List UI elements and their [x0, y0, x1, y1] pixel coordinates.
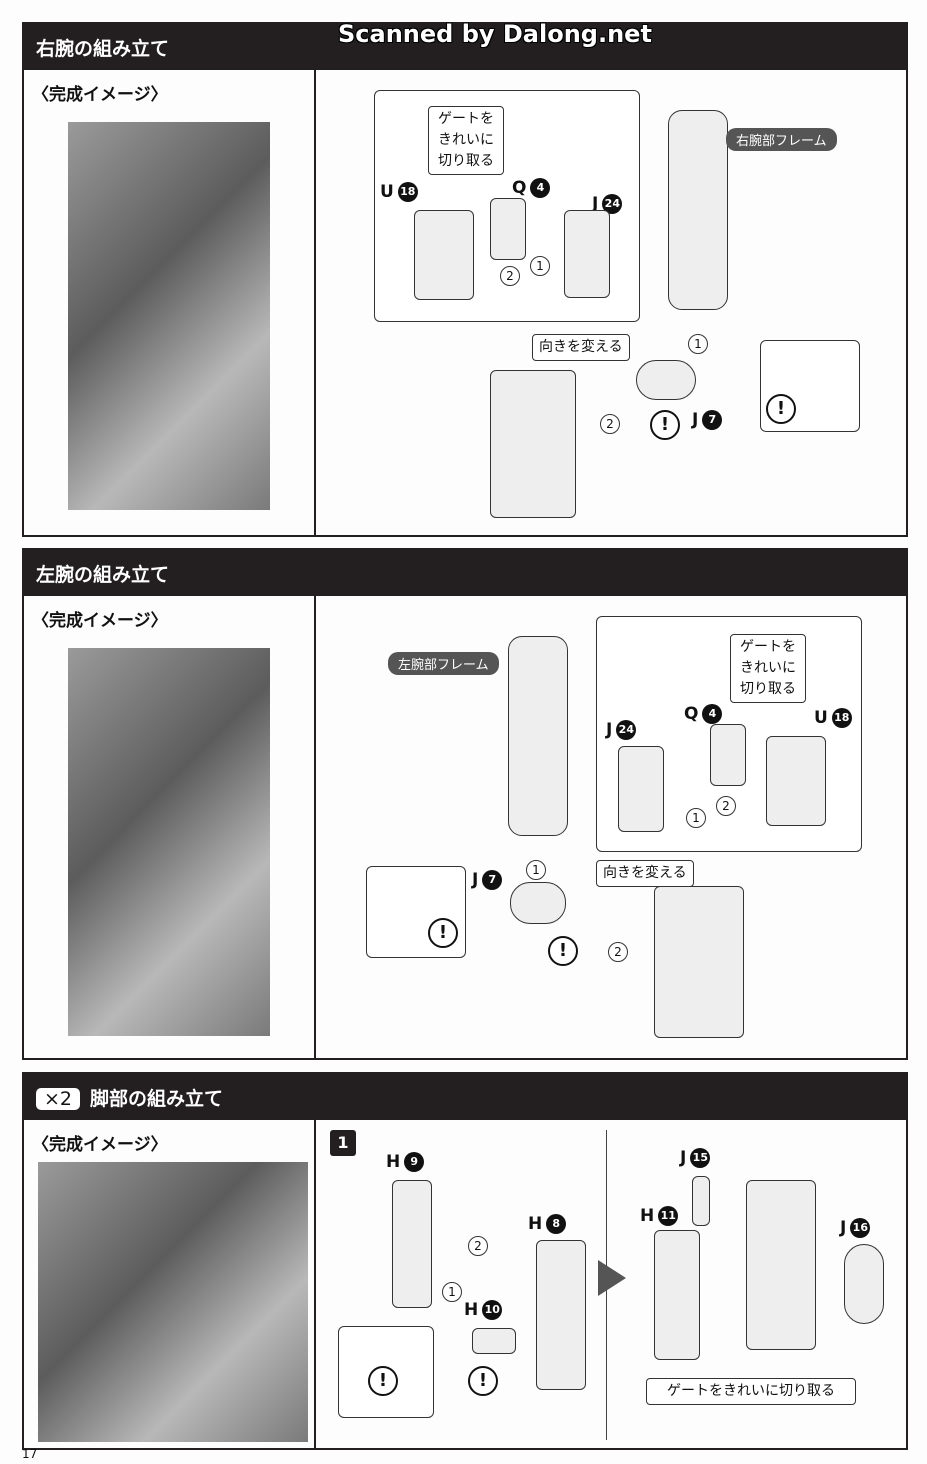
step-marker: 1 — [526, 860, 546, 880]
frame-label: 左腕部フレーム — [388, 652, 499, 675]
leg-part — [472, 1328, 516, 1354]
completed-image-panel: 〈完成イメージ〉 — [24, 70, 316, 535]
quantity-badge: ×2 — [36, 1088, 81, 1110]
armor-part — [490, 370, 576, 518]
warning-icon: ! — [428, 918, 458, 948]
warning-icon: ! — [650, 410, 680, 440]
completed-image-panel: 〈完成イメージ〉 — [24, 596, 316, 1058]
armor-part — [710, 724, 746, 786]
step-marker: 1 — [686, 808, 706, 828]
direction-note: 向きを変える — [532, 334, 630, 361]
armor-part — [490, 198, 526, 260]
step-marker: 2 — [600, 414, 620, 434]
armor-part — [414, 210, 474, 300]
frame-label: 右腕部フレーム — [726, 128, 837, 151]
direction-note: 向きを変える — [596, 860, 694, 887]
step-marker: 2 — [608, 942, 628, 962]
section-header-legs: ×2 脚部の組み立て — [22, 1072, 908, 1120]
completed-image-caption: 〈完成イメージ〉 — [32, 611, 168, 631]
gate-note: ゲートをきれいに切り取る — [730, 634, 806, 703]
warning-icon: ! — [548, 936, 578, 966]
gate-note: ゲートをきれいに切り取る — [428, 106, 504, 175]
section-header-left-arm: 左腕の組み立て — [22, 548, 908, 596]
step-marker: 2 — [716, 796, 736, 816]
completed-image-panel: 〈完成イメージ〉 — [24, 1120, 316, 1448]
step-marker: 1 — [688, 334, 708, 354]
completed-image-photo — [68, 648, 270, 1036]
arm-frame — [508, 636, 568, 836]
completed-image-photo — [68, 122, 270, 510]
step-marker: 1 — [442, 1282, 462, 1302]
joint-part — [636, 360, 696, 400]
joint-part — [510, 882, 566, 924]
section-title: 右腕の組み立て — [36, 38, 170, 60]
leg-part — [844, 1244, 884, 1324]
next-arrow-icon — [598, 1260, 626, 1296]
leg-part — [536, 1240, 586, 1390]
armor-part — [766, 736, 826, 826]
section-header-right-arm: 右腕の組み立て — [22, 22, 908, 70]
completed-image-caption: 〈完成イメージ〉 — [32, 1135, 168, 1155]
arm-frame — [668, 110, 728, 310]
leg-part — [692, 1176, 710, 1226]
completed-image-photo — [38, 1162, 308, 1442]
section-title: 脚部の組み立て — [90, 1088, 224, 1110]
section-title: 左腕の組み立て — [36, 564, 170, 586]
armor-part — [654, 886, 744, 1038]
warning-icon: ! — [468, 1366, 498, 1396]
watermark: Scanned by Dalong.net — [338, 20, 652, 48]
armor-part — [618, 746, 664, 832]
completed-image-caption: 〈完成イメージ〉 — [32, 85, 168, 105]
page-number: 17 — [22, 1447, 38, 1461]
leg-part — [654, 1230, 700, 1360]
leg-part — [746, 1180, 816, 1350]
warning-icon: ! — [766, 394, 796, 424]
gate-note: ゲートをきれいに切り取る — [646, 1378, 856, 1405]
armor-part — [564, 210, 610, 298]
step-marker: 1 — [530, 256, 550, 276]
warning-icon: ! — [368, 1366, 398, 1396]
leg-part — [392, 1180, 432, 1308]
step-marker: 2 — [500, 266, 520, 286]
step-marker: 2 — [468, 1236, 488, 1256]
step-number: 1 — [330, 1130, 356, 1156]
